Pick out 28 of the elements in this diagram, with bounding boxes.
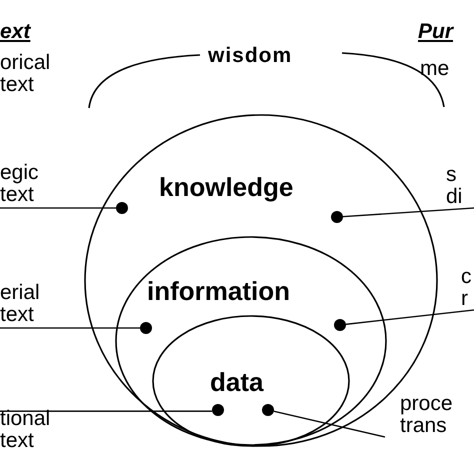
dot <box>212 404 224 416</box>
dot <box>116 202 128 214</box>
side-text: orical text <box>0 52 80 98</box>
side-text: erial text <box>0 282 62 328</box>
side-text: proce trans <box>400 393 474 439</box>
dot <box>262 404 274 416</box>
side-text: s di <box>446 164 474 210</box>
ellipse <box>115 236 387 446</box>
ellipse <box>152 315 350 447</box>
leader-line <box>274 410 386 438</box>
leader-line <box>346 309 474 325</box>
side-text: egic text <box>0 162 60 208</box>
circle-label: data <box>210 367 264 398</box>
side-text: me <box>420 58 474 84</box>
level-label: wisdom <box>208 44 292 68</box>
leader-line <box>342 207 474 218</box>
dot <box>140 322 152 334</box>
side-text: c r <box>461 266 474 312</box>
dot <box>334 319 346 331</box>
circle-label: knowledge <box>159 172 294 203</box>
column-heading: ext <box>0 20 30 44</box>
side-text: tional text <box>0 408 82 454</box>
leader-line <box>0 327 140 329</box>
circle-label: information <box>147 276 290 307</box>
leader-line <box>0 410 212 412</box>
dot <box>331 211 343 223</box>
column-heading: Pur <box>418 20 454 44</box>
leader-line <box>0 207 116 209</box>
